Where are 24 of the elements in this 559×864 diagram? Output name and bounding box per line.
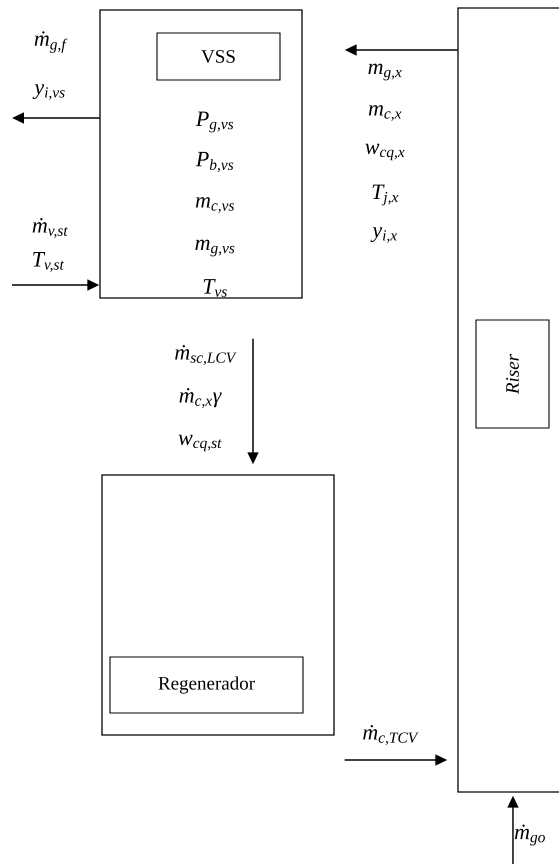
variable-label: ṁ$_{c,TCV}$: [363, 724, 419, 746]
variable-label: m$_{c,vs}$: [196, 197, 234, 213]
variable-label: m$_{g,x}$: [368, 64, 402, 80]
variable-label: T$_{vs}$: [204, 279, 227, 297]
variable-label: T$_{j,x}$: [372, 184, 398, 206]
variable-label: ṁ$_{sc,LCV}$: [175, 344, 237, 366]
variable-label: w$_{cq,x}$: [365, 144, 405, 160]
regenerator-box: [101, 474, 335, 736]
variable-label: P$_{g,vs}$: [196, 112, 234, 132]
variable-label: ṁ$_{go}$: [514, 824, 545, 846]
variable-label: m$_{c,x}$: [368, 105, 402, 121]
variable-label: T$_{v,st}$: [33, 252, 64, 272]
variable-label: P$_{b,vs}$: [196, 152, 234, 172]
variable-label: y$_{i,vs}$: [32, 84, 65, 100]
variable-label: ṁ$_{v,st}$: [32, 218, 68, 238]
title-box: Riser: [475, 319, 550, 429]
variable-label: m$_{g,vs}$: [195, 240, 234, 256]
riser-box: [457, 7, 559, 793]
variable-label: ṁ$_{g,f}$: [34, 31, 68, 53]
variable-label: y$_{i,x}$: [370, 227, 397, 243]
title-box: Regenerador: [109, 656, 304, 714]
variable-label: w$_{cq,st}$: [178, 434, 222, 452]
variable-label: ṁ$_{c,x}$γ: [180, 388, 222, 408]
title-box: VSS: [156, 32, 281, 81]
